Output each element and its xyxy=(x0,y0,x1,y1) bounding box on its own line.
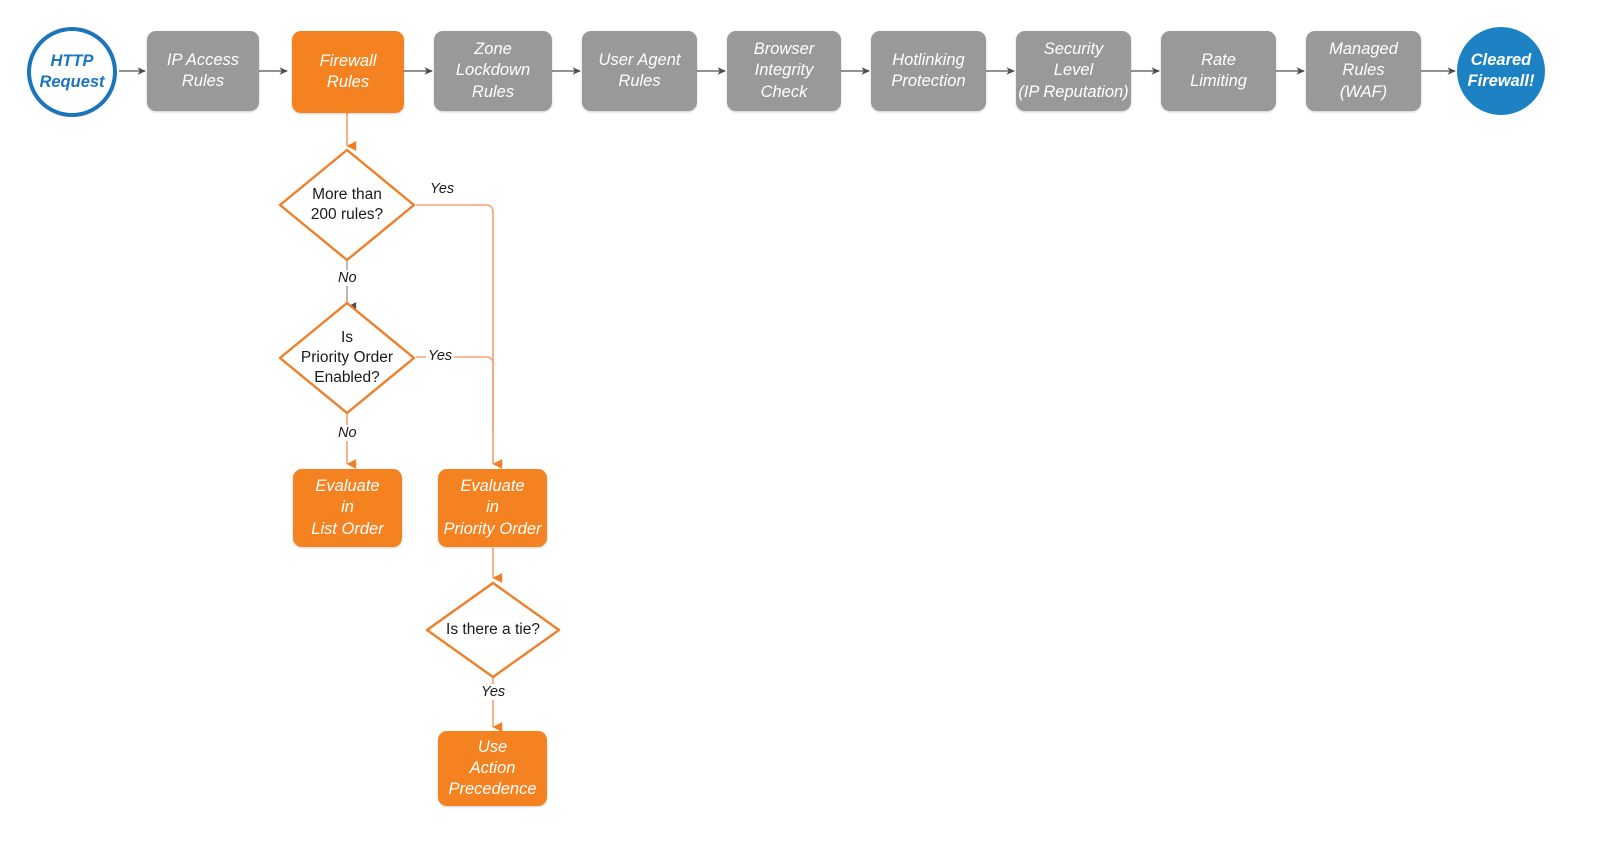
node-ip-access-rules[interactable]: IP Access Rules xyxy=(147,31,259,111)
node-security-level[interactable]: Security Level (IP Reputation) xyxy=(1016,31,1131,111)
edge-rules-yes xyxy=(416,204,503,469)
node-cleared-firewall[interactable]: Cleared Firewall! xyxy=(1457,27,1545,115)
node-http-request[interactable]: HTTP Request xyxy=(27,27,117,117)
edge-label-rules-yes: Yes xyxy=(428,181,457,197)
decision-label: Is Priority Order Enabled? xyxy=(300,328,394,387)
decision-is-priority-order-enabled[interactable]: Is Priority Order Enabled? xyxy=(277,300,417,416)
diamond-shape xyxy=(278,301,416,415)
edge-priority-yes xyxy=(416,356,494,430)
node-hotlinking-protection[interactable]: Hotlinking Protection xyxy=(871,31,986,111)
decision-is-there-a-tie[interactable]: Is there a tie? xyxy=(424,580,562,680)
decision-label: More than 200 rules? xyxy=(310,185,384,223)
edge-label-rules-no: No xyxy=(336,270,359,286)
edge-label-priority-yes: Yes xyxy=(426,348,455,364)
node-managed-rules-waf[interactable]: Managed Rules (WAF) xyxy=(1306,31,1421,111)
diamond-shape xyxy=(278,148,416,262)
edge-label-tie-yes: Yes xyxy=(479,684,508,700)
node-rate-limiting[interactable]: Rate Limiting xyxy=(1161,31,1276,111)
node-zone-lockdown-rules[interactable]: Zone Lockdown Rules xyxy=(434,31,552,111)
node-evaluate-in-list-order[interactable]: Evaluate in List Order xyxy=(293,469,402,547)
diamond-shape xyxy=(425,581,561,679)
node-firewall-rules[interactable]: Firewall Rules xyxy=(292,31,404,113)
node-browser-integrity-check[interactable]: Browser Integrity Check xyxy=(727,31,841,111)
decision-more-than-200-rules[interactable]: More than 200 rules? xyxy=(277,147,417,263)
node-evaluate-in-priority-order[interactable]: Evaluate in Priority Order xyxy=(438,469,547,547)
decision-label: Is there a tie? xyxy=(446,620,540,638)
node-user-agent-rules[interactable]: User Agent Rules xyxy=(582,31,697,111)
node-use-action-precedence[interactable]: Use Action Precedence xyxy=(438,731,547,806)
edge-label-priority-no: No xyxy=(336,425,359,441)
